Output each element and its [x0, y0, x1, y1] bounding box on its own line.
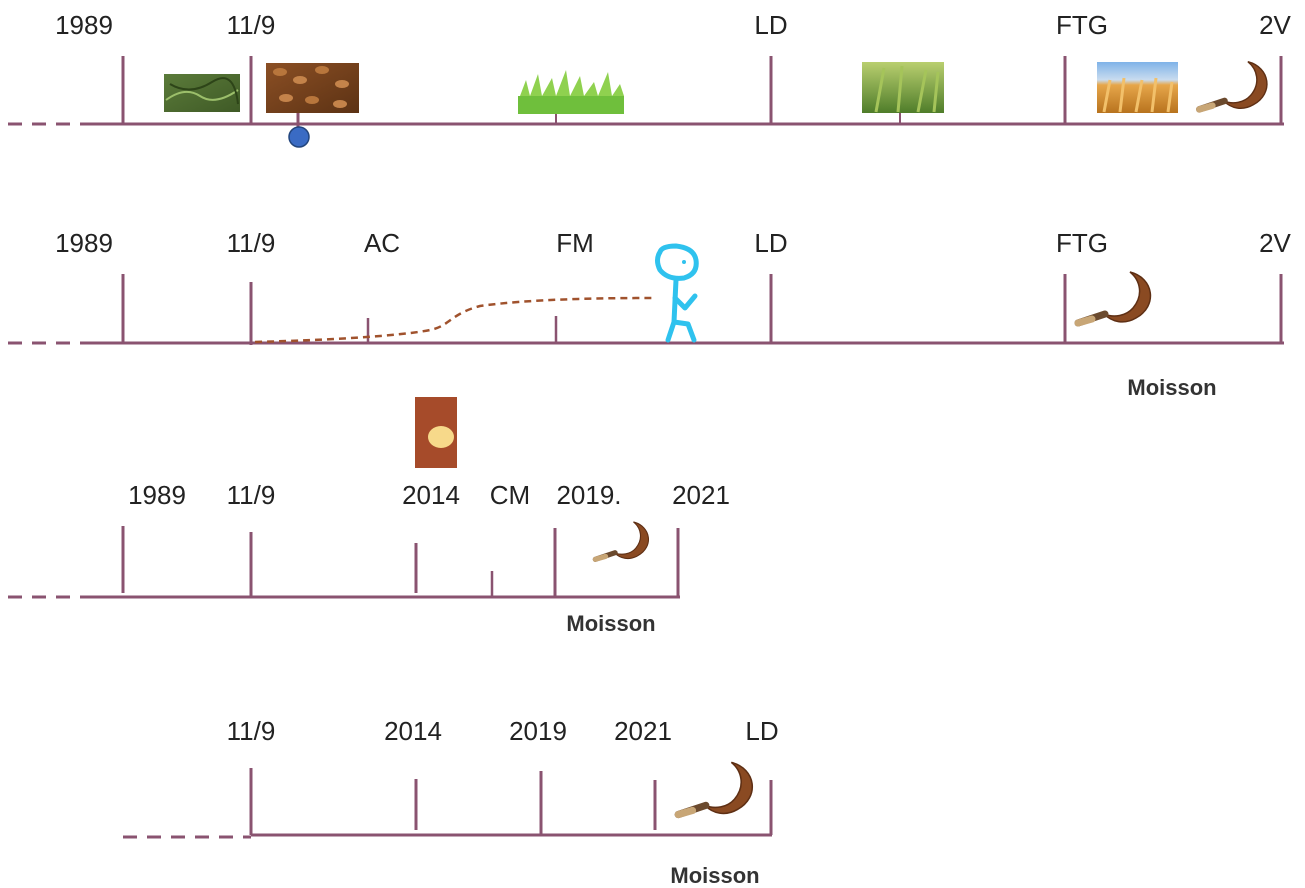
timeline-4-label: 2014 [384, 716, 442, 746]
timeline-1-label: 1989 [55, 10, 113, 40]
grass-field-image [164, 74, 240, 112]
timeline-2-label: FM [556, 228, 594, 258]
timeline-3-label: 2021 [672, 480, 730, 510]
timeline-1: 1989 11/9 LD FTG 2V [8, 10, 1292, 148]
walking-figure-icon [655, 243, 699, 343]
timeline-2-label: 11/9 [227, 228, 276, 258]
sickle-icon [678, 762, 752, 814]
timeline-2-caption: Moisson [1127, 375, 1216, 400]
timeline-4: 11/9 2014 2019 2021 LD Moisson [123, 716, 779, 888]
timeline-2: 1989 11/9 AC FM LD FTG 2V Moisson [8, 228, 1292, 400]
timeline-2-label: 2V [1259, 228, 1291, 258]
timeline-4-label: 11/9 [227, 716, 276, 746]
timeline-4-label: LD [745, 716, 778, 746]
sickle-icon [1199, 62, 1267, 110]
timeline-3-label: CM [490, 480, 530, 510]
timeline-1-label: LD [754, 10, 787, 40]
timeline-1-label: FTG [1056, 10, 1108, 40]
wheat-grains-image [266, 63, 359, 113]
timeline-3: 1989 11/9 2014 CM 2019. 2021 Moisson [8, 397, 730, 636]
sickle-icon [1078, 272, 1150, 323]
timeline-4-label: 2021 [614, 716, 672, 746]
timeline-3-label: 2014 [402, 480, 460, 510]
timeline-2-label: AC [364, 228, 400, 258]
timeline-1-label: 11/9 [227, 10, 276, 40]
green-wheat-image [862, 62, 944, 113]
golden-wheat-image [1097, 62, 1178, 113]
progress-trail [254, 296, 656, 344]
sickle-icon [595, 522, 648, 559]
door-icon [415, 397, 457, 468]
timeline-2-label: FTG [1056, 228, 1108, 258]
timeline-3-label: 2019. [556, 480, 621, 510]
timeline-1-label: 2V [1259, 10, 1291, 40]
timeline-3-label: 11/9 [227, 480, 276, 510]
position-marker [288, 126, 310, 148]
timeline-2-label: 1989 [55, 228, 113, 258]
timeline-4-caption: Moisson [670, 863, 759, 888]
timeline-2-label: LD [754, 228, 787, 258]
young-grass-image [518, 70, 624, 114]
timeline-3-caption: Moisson [566, 611, 655, 636]
timeline-3-label: 1989 [128, 480, 186, 510]
timeline-4-label: 2019 [509, 716, 567, 746]
